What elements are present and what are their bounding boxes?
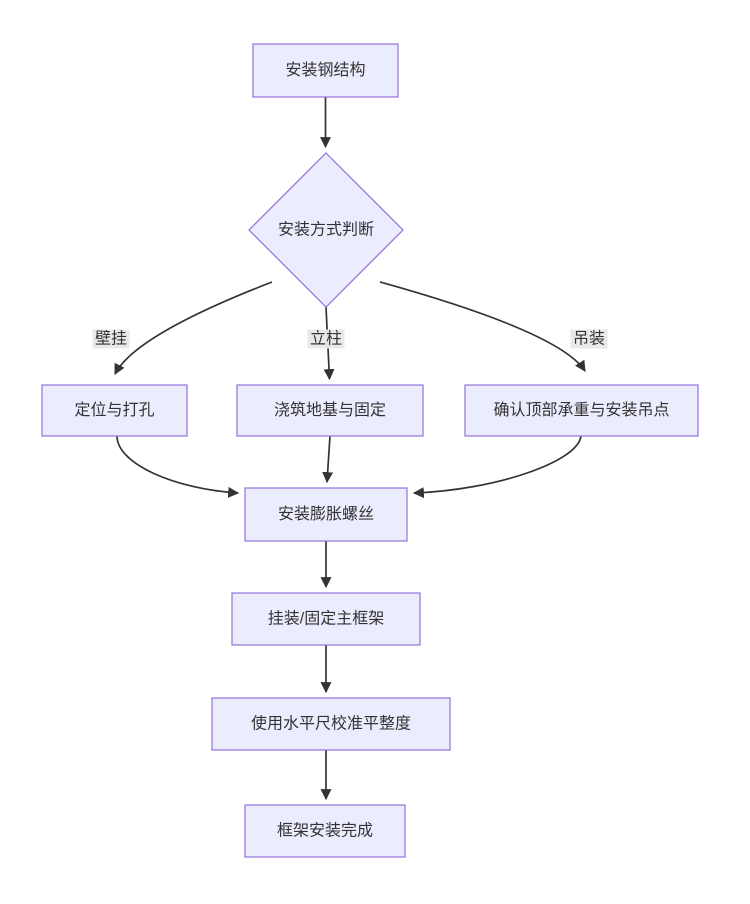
node-decision-diamond bbox=[248, 152, 404, 308]
node-frame-label: 挂装/固定主框架 bbox=[268, 610, 384, 628]
node-level-label: 使用水平尺校准平整度 bbox=[251, 715, 411, 733]
node-ceiling: 确认顶部承重与安装吊点 bbox=[464, 384, 699, 437]
edge-label-wall-mount: 壁挂 bbox=[92, 329, 130, 349]
node-start-label: 安装钢结构 bbox=[285, 61, 365, 79]
node-ceiling-box bbox=[464, 384, 699, 437]
node-anchor-box bbox=[244, 487, 408, 542]
edge-decision-to-wall bbox=[114, 281, 273, 375]
node-wall: 定位与打孔 bbox=[41, 384, 188, 437]
node-done: 框架安装完成 bbox=[244, 804, 406, 858]
node-level-box bbox=[211, 697, 451, 751]
node-column-box bbox=[236, 384, 424, 437]
node-decision-label: 安装方式判断 bbox=[278, 221, 374, 239]
node-frame: 挂装/固定主框架 bbox=[231, 592, 421, 646]
node-start: 安装钢结构 bbox=[252, 43, 399, 98]
node-frame-box bbox=[231, 592, 421, 646]
edge-label-bg bbox=[570, 329, 608, 349]
node-start-box bbox=[252, 43, 399, 98]
edge-label-bg bbox=[92, 329, 130, 349]
node-anchor-label: 安装膨胀螺丝 bbox=[278, 505, 374, 523]
node-column: 浇筑地基与固定 bbox=[236, 384, 424, 437]
node-anchor: 安装膨胀螺丝 bbox=[244, 487, 408, 542]
edge-decision-to-ceiling bbox=[379, 281, 586, 372]
node-wall-label: 定位与打孔 bbox=[74, 401, 154, 419]
edge-label-text: 壁挂 bbox=[95, 329, 127, 348]
edge-label-text: 立柱 bbox=[310, 330, 342, 348]
edge-label-bg bbox=[307, 329, 345, 349]
edge-label-text: 吊装 bbox=[573, 330, 605, 348]
node-decision: 安装方式判断 bbox=[248, 152, 404, 308]
node-column-label: 浇筑地基与固定 bbox=[274, 401, 386, 419]
node-level: 使用水平尺校准平整度 bbox=[211, 697, 451, 751]
node-done-box bbox=[244, 804, 406, 858]
node-ceiling-label: 确认顶部承重与安装吊点 bbox=[493, 401, 669, 419]
edge-ceiling-to-anchor bbox=[412, 435, 582, 499]
edge-wall-to-anchor bbox=[116, 435, 240, 498]
edge-layer bbox=[114, 97, 586, 801]
edge-label-hoist: 吊装 bbox=[570, 329, 608, 349]
node-wall-box bbox=[41, 384, 188, 437]
edge-column-to-anchor bbox=[322, 435, 334, 484]
node-done-label: 框架安装完成 bbox=[277, 822, 373, 840]
edge-label-column: 立柱 bbox=[307, 329, 345, 349]
